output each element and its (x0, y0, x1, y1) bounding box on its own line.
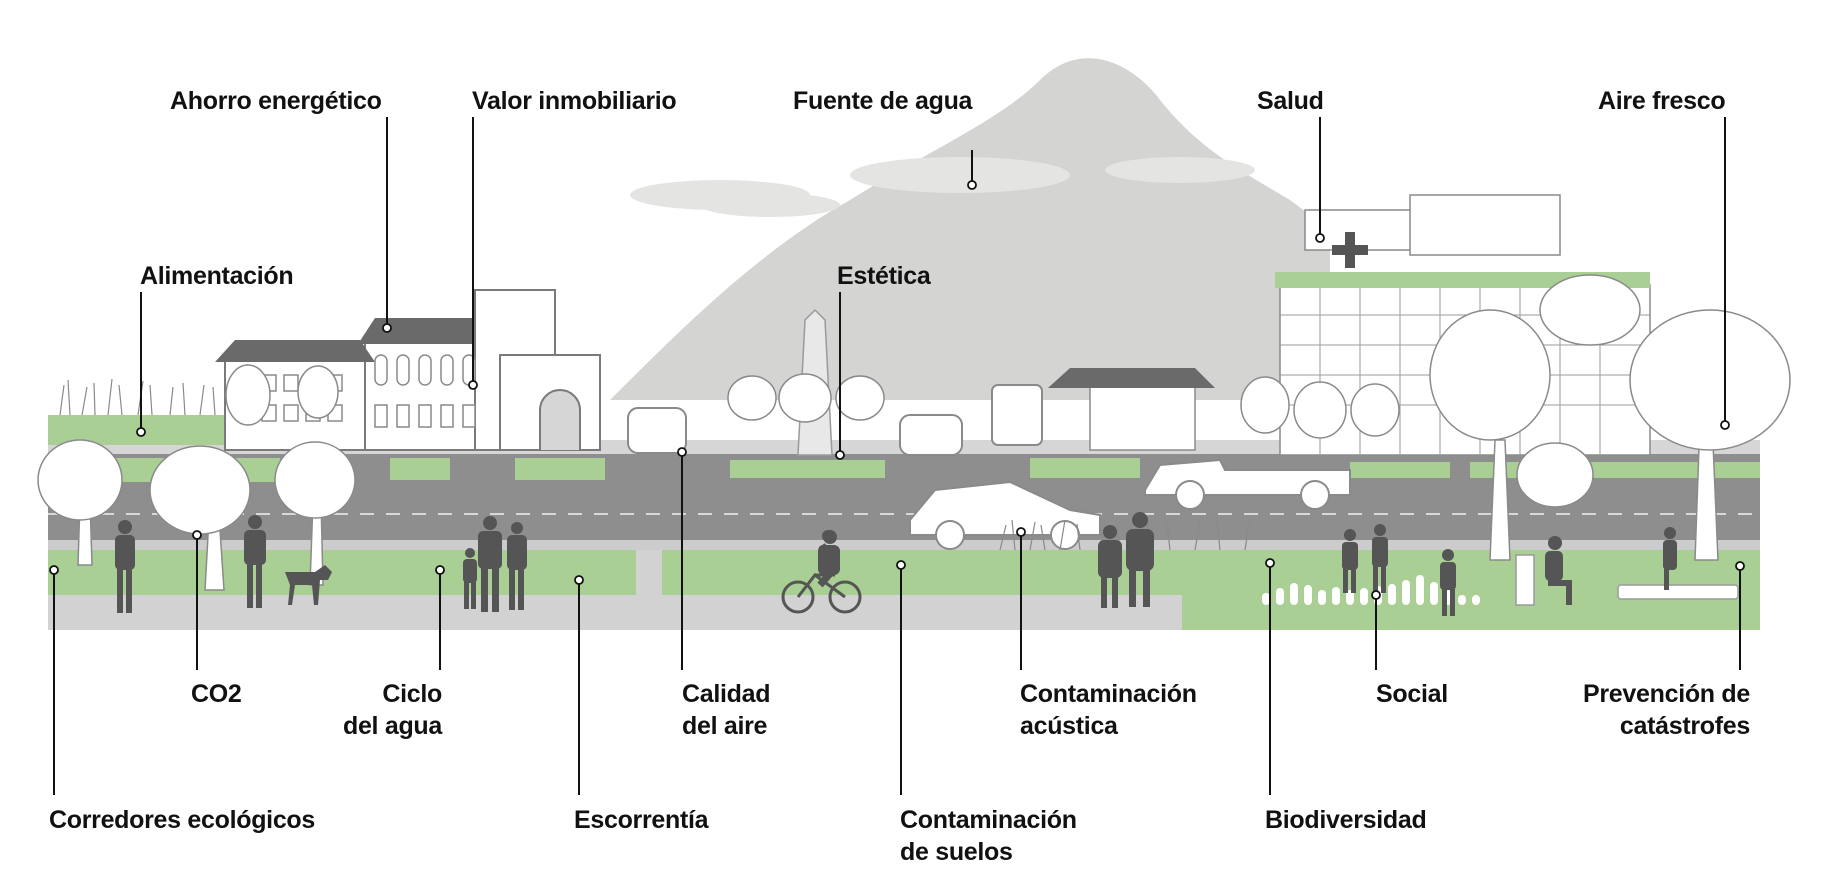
label-salud: Salud (1257, 87, 1324, 115)
label-acustica-line-2: acústica (1020, 712, 1118, 740)
vehicles (627, 384, 1351, 550)
label-social: Social (1376, 680, 1448, 708)
label-ciclo-line-1: Ciclo (382, 680, 442, 708)
label-calidad-del-aire: Calidad del aire (682, 678, 771, 742)
label-contaminacion-de-suelos: Contaminación de suelos (900, 804, 1077, 868)
label-acustica-line-1: Contaminación (1020, 680, 1197, 708)
label-ciclo-line-2: del agua (342, 712, 442, 740)
label-calidad-line-1: Calidad (682, 680, 771, 708)
label-biodiversidad: Biodiversidad (1265, 806, 1427, 834)
label-prevencion-line-1: Prevención de (1583, 680, 1750, 708)
trees (37, 274, 1791, 591)
label-suelos-line-1: Contaminación (900, 806, 1077, 834)
people-silhouettes (115, 512, 1677, 616)
label-alimentacion: Alimentación (140, 262, 294, 290)
label-prevencion-de-catastrofes: Prevención de catástrofes (1540, 678, 1750, 742)
label-contaminacion-acustica: Contaminación acústica (1020, 678, 1197, 742)
cyclist (781, 530, 862, 614)
label-calidad-line-2: del aire (682, 712, 768, 740)
label-suelos-line-2: de suelos (900, 838, 1013, 866)
hospital-cross-icon (1332, 232, 1368, 268)
label-valor-inmobiliario: Valor inmobiliario (472, 87, 677, 115)
label-escorrentia: Escorrentía (574, 806, 709, 834)
label-fuente-de-agua: Fuente de agua (793, 87, 973, 115)
clouds (630, 157, 1255, 217)
label-ahorro-energetico: Ahorro energético (170, 87, 382, 115)
label-prevencion-line-2: catástrofes (1619, 712, 1750, 740)
leader-dots (49, 180, 1745, 600)
leader-lines (53, 117, 1741, 795)
label-corredores-ecologicos: Corredores ecológicos (49, 806, 316, 834)
mountain (610, 58, 1330, 401)
label-estetica: Estética (837, 262, 931, 290)
label-co2: CO2 (191, 680, 242, 708)
biodiversity-bars (1262, 575, 1480, 605)
label-ciclo-del-agua: Ciclo del agua (300, 678, 442, 742)
benches (1515, 554, 1739, 606)
label-aire-fresco: Aire fresco (1598, 87, 1726, 115)
small-house (1048, 368, 1215, 451)
